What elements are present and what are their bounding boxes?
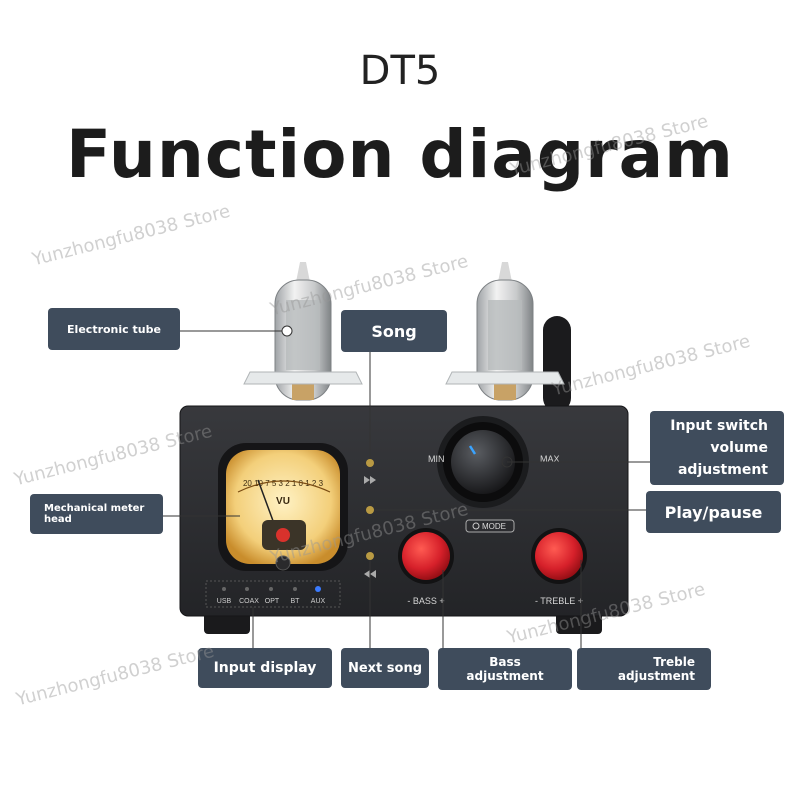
svg-text:USB: USB bbox=[217, 598, 232, 605]
callout-treble-adjustment: Treble adjustment bbox=[577, 648, 711, 690]
svg-text:AUX: AUX bbox=[311, 598, 326, 605]
bass-knob: - BASS + bbox=[398, 528, 454, 606]
vu-meter: 20 10 7 5 3 2 1 0 1 2 3 VU bbox=[218, 443, 348, 571]
song-button bbox=[366, 459, 374, 467]
foot-right bbox=[556, 612, 602, 634]
play-button bbox=[366, 506, 374, 514]
leader-lines bbox=[163, 325, 650, 648]
input-indicator-strip: USB COAX OPT BT AUX bbox=[205, 580, 341, 608]
antenna bbox=[543, 316, 571, 412]
right-tube bbox=[445, 262, 565, 401]
svg-text:- BASS +: - BASS + bbox=[407, 596, 444, 606]
model-name: DT5 bbox=[359, 48, 441, 94]
svg-text:MAX: MAX bbox=[540, 454, 560, 464]
svg-text:MODE: MODE bbox=[482, 522, 506, 531]
callout-bass-adjustment: Bass adjustment bbox=[438, 648, 572, 690]
callout-song: Song bbox=[341, 310, 447, 352]
svg-text:COAX: COAX bbox=[239, 598, 259, 605]
callout-next-song: Next song bbox=[341, 648, 429, 688]
volume-knob: MIN MAX MODE bbox=[428, 416, 560, 533]
foot-left bbox=[204, 612, 250, 634]
svg-text:20 10 7 5 3 2 1 0 1 2 3: 20 10 7 5 3 2 1 0 1 2 3 bbox=[243, 479, 324, 488]
next-button bbox=[366, 552, 374, 560]
svg-text:OPT: OPT bbox=[265, 598, 280, 605]
svg-text:- TREBLE +: - TREBLE + bbox=[535, 596, 583, 606]
left-tube bbox=[243, 262, 363, 401]
diagram-title: Function diagram bbox=[66, 116, 734, 193]
svg-text:MIN: MIN bbox=[428, 454, 445, 464]
callout-electronic-tube: Electronic tube bbox=[48, 308, 180, 350]
svg-text:BT: BT bbox=[291, 598, 301, 605]
callout-input-display: Input display bbox=[198, 648, 332, 688]
callout-play-pause: Play/pause bbox=[646, 491, 781, 533]
svg-text:VU: VU bbox=[276, 496, 290, 507]
treble-knob: - TREBLE + bbox=[531, 528, 587, 606]
callout-input-switch-volume: Input switch volume adjustment bbox=[650, 411, 784, 485]
callout-mechanical-meter: Mechanical meter head bbox=[30, 494, 163, 534]
